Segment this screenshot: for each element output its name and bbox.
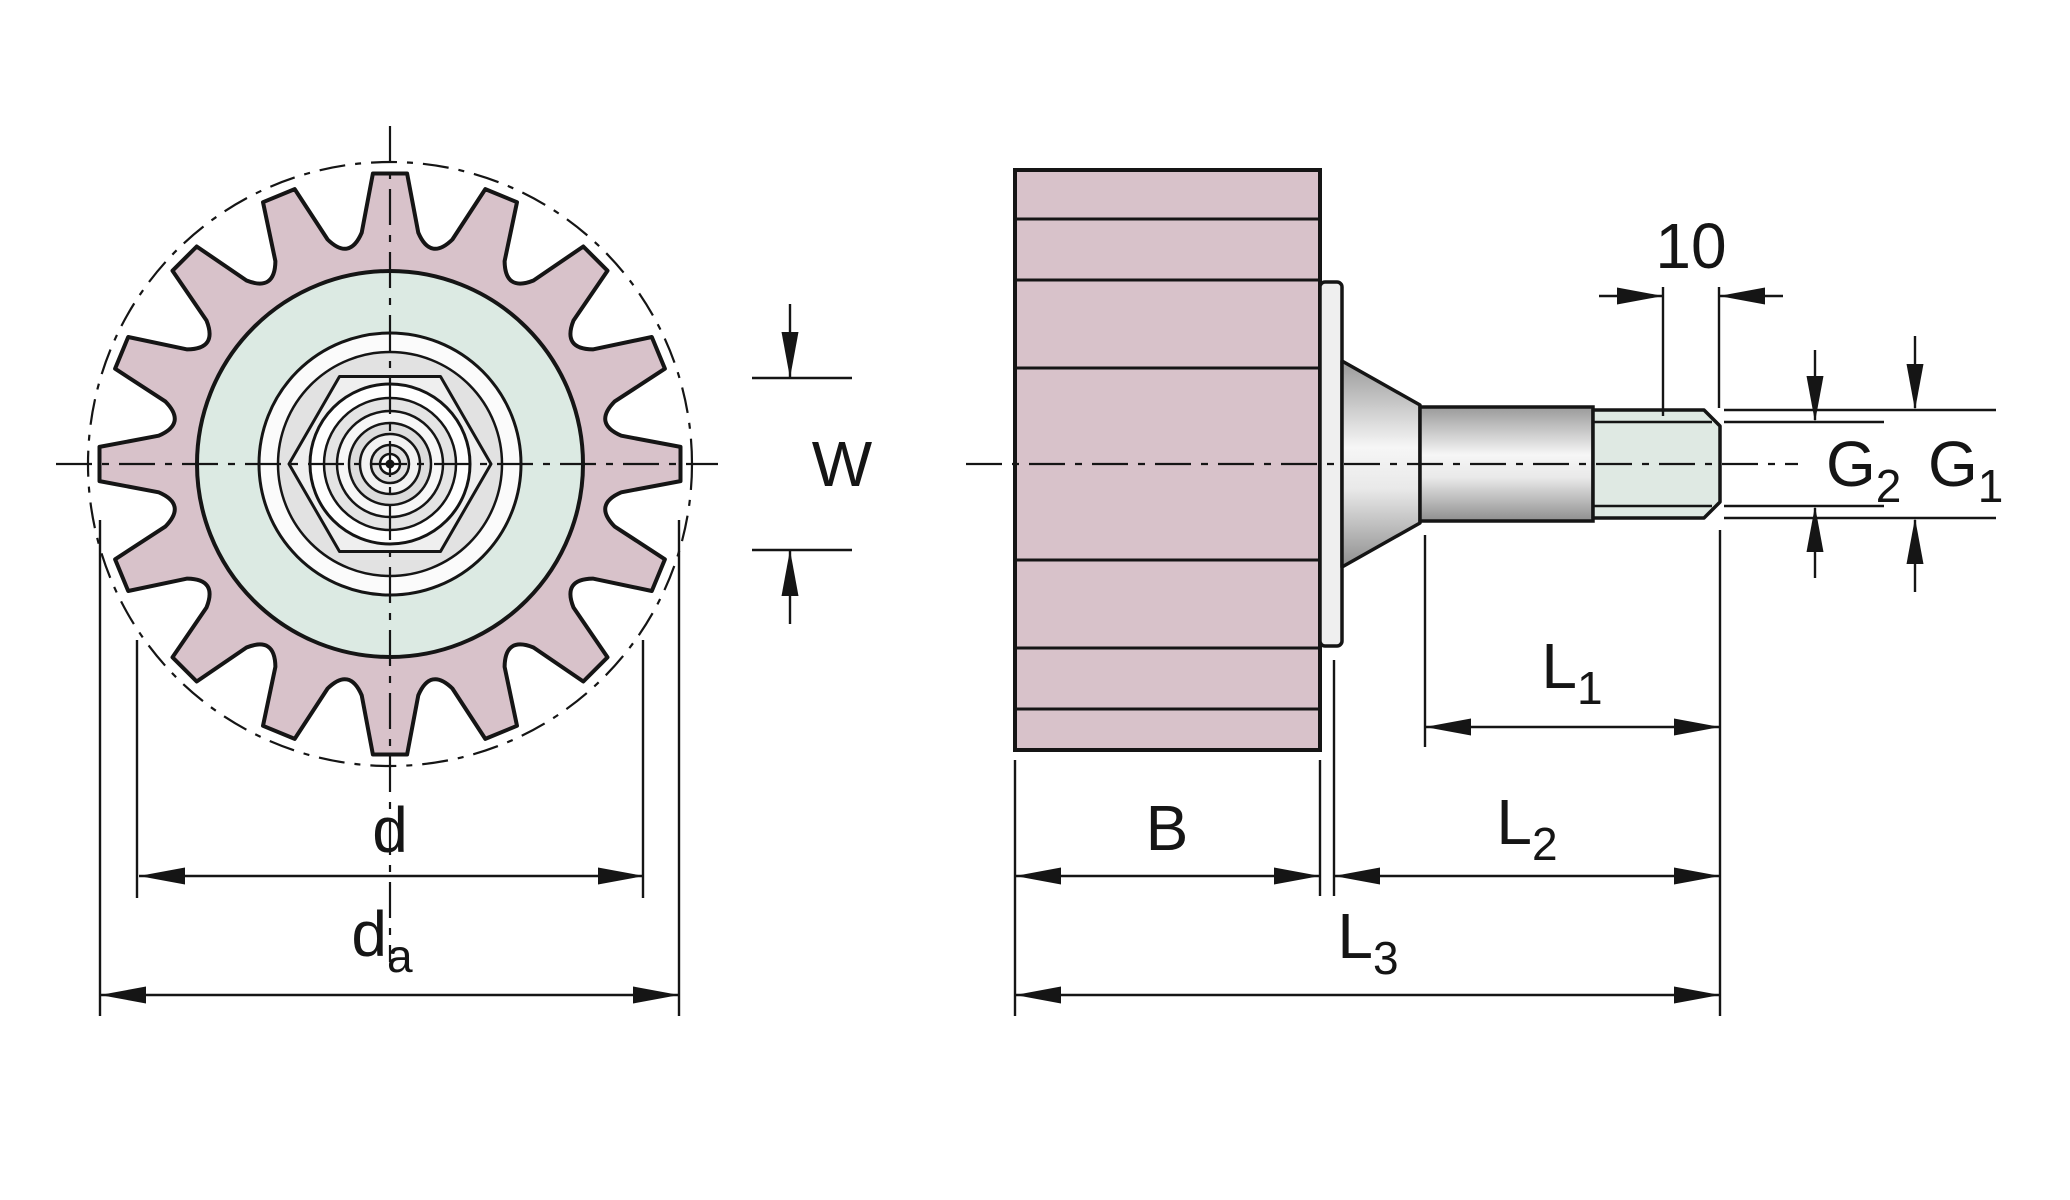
dimension-label-da: da [351, 898, 413, 982]
dimension-arrowhead [1906, 364, 1924, 410]
dimension-arrowhead [1806, 376, 1824, 422]
gear-body-section [1013, 168, 1322, 752]
gear-front-view [56, 126, 718, 962]
dimension-arrowhead [633, 986, 679, 1004]
dimension-l1: L1 [1423, 535, 1720, 747]
dimension-arrowhead [1806, 506, 1824, 552]
dimension-arrowhead [1015, 867, 1061, 885]
dimension-arrowhead [1674, 986, 1720, 1004]
dimension-label-b: B [1146, 792, 1189, 864]
dimension-arrowheads [100, 287, 1924, 1004]
dimension-arrowhead [1719, 287, 1765, 305]
dimension-arrowhead [781, 550, 799, 596]
dimension-arrowhead [598, 867, 644, 885]
dimension-g2: G2 [1813, 350, 1901, 578]
dimension-arrowhead [1334, 867, 1380, 885]
dimension-arrowhead [1015, 986, 1061, 1004]
gear-side-view [966, 168, 1798, 752]
dimension-label-l3: L3 [1337, 900, 1398, 984]
dimension-arrowhead [139, 867, 185, 885]
shaft-collar-cone [1340, 359, 1422, 569]
dimension-arrowhead [1425, 718, 1471, 736]
thread-reference-lines [1724, 408, 1996, 520]
dimensions: W d da 10 [98, 210, 2003, 1016]
dimension-arrowhead [100, 986, 146, 1004]
dimension-arrowhead [1617, 287, 1663, 305]
dimension-label-10: 10 [1655, 210, 1726, 282]
dimension-arrowhead [1906, 518, 1924, 564]
dimension-label-g2: G2 [1826, 428, 1901, 512]
dimension-label-g1: G1 [1928, 428, 2003, 512]
dimension-da: da [98, 520, 681, 1016]
dimension-arrowhead [1674, 718, 1720, 736]
threaded-stud [1591, 408, 1722, 520]
dimension-label-w: W [812, 428, 873, 500]
dimension-g1: G1 [1913, 336, 2003, 592]
dimension-10: 10 [1599, 210, 1783, 416]
dimension-w: W [752, 304, 873, 624]
dimension-arrowhead [781, 332, 799, 378]
dimension-l2: L2 [1332, 660, 1720, 896]
dimension-label-l1: L1 [1541, 630, 1602, 714]
dimension-arrowhead [1674, 867, 1720, 885]
dimension-label-d: d [372, 794, 408, 866]
dimension-l3: L3 [1015, 530, 1722, 1016]
dimension-b: B [1013, 760, 1322, 1016]
dimension-d: d [135, 640, 645, 898]
dimension-arrowhead [1274, 867, 1320, 885]
dimension-label-l2: L2 [1496, 786, 1557, 870]
